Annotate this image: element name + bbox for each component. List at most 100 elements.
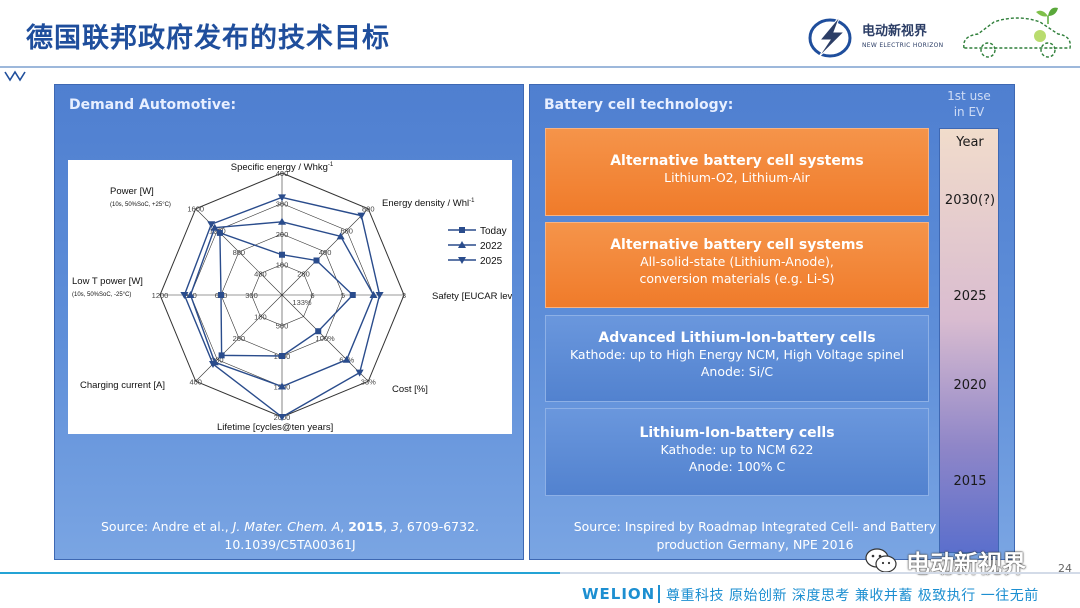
left-source-sep1: , <box>340 519 349 534</box>
radar-point <box>278 414 286 421</box>
tech-title: Alternative battery cell systems <box>610 153 864 169</box>
left-source-year: 2015 <box>348 519 384 534</box>
demand-heading: Demand Automotive: <box>69 97 237 113</box>
tech-line: Lithium-O2, Lithium-Air <box>664 170 810 185</box>
tech-box-li-air: Alternative battery cell systems Lithium… <box>545 128 929 216</box>
legend-marker <box>458 241 466 248</box>
year-2020: 2020 <box>953 378 987 393</box>
radar-tick-label: 100 <box>276 261 289 270</box>
right-source-line-1: Source: Inspired by Roadmap Integrated C… <box>573 519 937 534</box>
radar-point <box>357 212 366 220</box>
year-column: Year 2030(?) 2025 2020 2015 <box>939 128 999 553</box>
radar-axis-label: Specific energy / Whkg-1 <box>231 162 334 173</box>
radar-tick-label: 100% <box>316 334 336 343</box>
tech-line: conversion materials (e.g. Li-S) <box>639 271 835 286</box>
brand-name-cn: 电动新视界 <box>862 24 928 39</box>
footer-slogan: 尊重科技 原始创新 深度思考 兼收并蓄 极致执行 一往无前 <box>666 588 1039 604</box>
left-source-prefix: Source: Andre et al., <box>100 519 233 534</box>
watermark: 电动新视界 <box>862 544 1062 580</box>
left-source: Source: Andre et al., J. Mater. Chem. A,… <box>65 518 515 554</box>
radar-tick-label: 200 <box>276 230 289 239</box>
tech-title: Lithium-Ion-battery cells <box>639 425 835 441</box>
left-source-journal: J. Mater. Chem. A <box>232 519 341 534</box>
tech-title: Alternative battery cell systems <box>610 237 864 253</box>
radar-spoke <box>281 294 369 382</box>
tech-line: Kathode: up to High Energy NCM, High Vol… <box>569 347 905 362</box>
radar-tick-label: 400 <box>189 377 202 386</box>
radar-axis-label: Power [W] <box>110 186 154 197</box>
eco-car-icon <box>963 7 1071 58</box>
radar-axis-sublabel: (10s, 50%SoC, -25°C) <box>72 292 131 298</box>
radar-axis-label: Energy density / Whl-1 <box>382 198 475 209</box>
year-2030: 2030(?) <box>944 193 996 208</box>
radar-tick-label: 5 <box>341 291 345 300</box>
radar-axis-label: Lifetime [cycles@ten years] <box>217 422 333 433</box>
radar-point <box>218 292 224 298</box>
radar-point <box>279 353 285 359</box>
legend-marker <box>459 227 465 233</box>
tech-title: Advanced Lithium-Ion-battery cells <box>598 330 876 346</box>
radar-point <box>355 369 364 377</box>
radar-point <box>278 194 286 202</box>
corner-wave-icon <box>4 70 26 82</box>
radar-point <box>278 217 286 225</box>
radar-tick-label: 400 <box>254 269 267 278</box>
radar-spoke <box>281 208 369 296</box>
radar-svg: 1002003004002004006008006543100%67%33%50… <box>72 162 522 433</box>
radar-point <box>180 292 189 299</box>
year-header: Year <box>956 135 984 150</box>
radar-tick-label: 400 <box>319 248 332 257</box>
tech-box-advanced-li-ion: Advanced Lithium-Ion-battery cells Katho… <box>545 315 929 402</box>
first-use-line-1: 1st use <box>947 89 991 103</box>
brand-name-en: NEW ELECTRIC HORIZON <box>862 42 944 49</box>
radar-tick-label: 6 <box>310 291 314 300</box>
tech-box-li-ion: Lithium-Ion-battery cells Kathode: up to… <box>545 408 929 496</box>
radar-tick-label: 300 <box>276 200 289 209</box>
left-source-doi: 10.1039/C5TA00361J <box>224 537 356 552</box>
title-divider <box>0 66 1080 68</box>
radar-tick-label: 3 <box>402 291 406 300</box>
radar-spoke <box>195 294 283 382</box>
radar-center-label: 133% <box>292 298 312 307</box>
radar-point <box>216 229 223 236</box>
radar-axis-label-sup: -1 <box>469 198 475 204</box>
year-2015: 2015 <box>953 474 987 489</box>
legend-label: 2022 <box>480 241 503 252</box>
left-source-sep2: , <box>383 519 391 534</box>
tech-box-solid-state: Alternative battery cell systems All-sol… <box>545 222 929 308</box>
tech-line: Anode: Si/C <box>700 364 774 379</box>
right-source-line-2: production Germany, NPE 2016 <box>656 537 854 552</box>
radar-point <box>315 328 322 335</box>
radar-tick-label: 1600 <box>187 205 204 214</box>
slide-title: 德国联邦政府发布的技术目标 <box>26 23 390 54</box>
wechat-icon <box>865 548 897 573</box>
radar-point <box>186 291 195 298</box>
legend-label: 2025 <box>480 256 503 267</box>
radar-chart: 1002003004002004006008006543100%67%33%50… <box>68 160 522 434</box>
page-number: 24 <box>1058 562 1072 575</box>
left-source-pages: , 6709-6732. <box>398 519 479 534</box>
radar-point <box>278 382 286 390</box>
radar-tick-label: 200 <box>233 334 246 343</box>
battery-heading: Battery cell technology: <box>544 97 734 113</box>
first-use-label: 1st use in EV <box>939 88 999 120</box>
brand-logo: 电动新视界 NEW ELECTRIC HORIZON <box>806 14 956 60</box>
year-2025: 2025 <box>953 289 987 304</box>
radar-point <box>218 352 225 359</box>
radar-tick-label: 300 <box>211 356 224 365</box>
radar-tick-label: 400 <box>276 169 289 178</box>
legend-marker <box>458 257 466 264</box>
radar-point <box>349 292 356 298</box>
radar-point <box>342 355 351 363</box>
radar-tick-label: 100 <box>254 313 267 322</box>
radar-tick-label: 800 <box>362 205 375 214</box>
footer-separator <box>658 585 660 603</box>
radar-point <box>208 361 217 369</box>
footer-accent <box>0 572 560 574</box>
footer-logo: WELION <box>582 585 656 603</box>
battery-technology-panel: Battery cell technology: 1st use in EV Y… <box>529 84 1015 560</box>
brand-bolt-icon <box>808 15 852 59</box>
radar-point <box>279 251 285 258</box>
radar-tick-label: 33% <box>361 377 376 386</box>
